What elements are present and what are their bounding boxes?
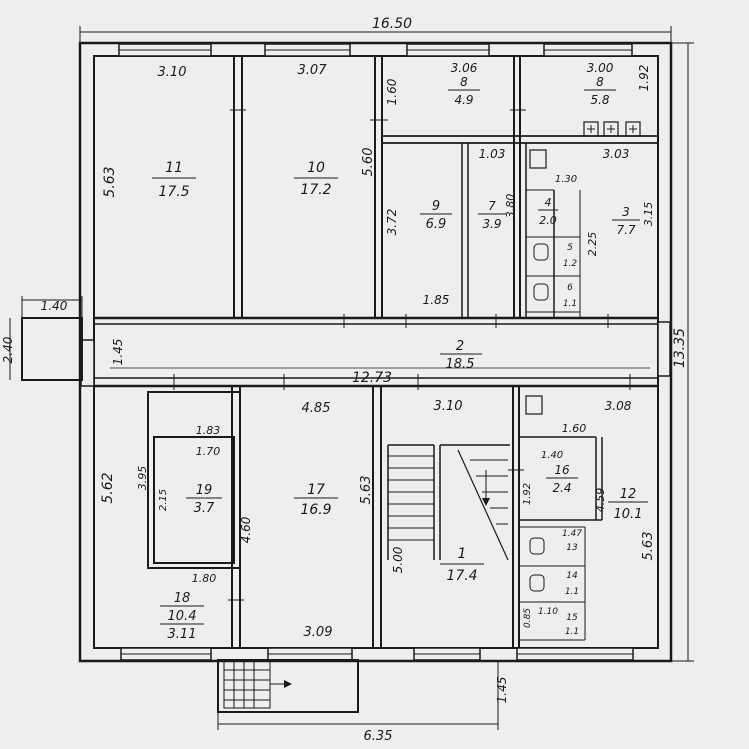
- dim-label: 3.80: [504, 194, 517, 219]
- dim-label: 3.15: [642, 202, 655, 227]
- dim-label: 1.40: [541, 450, 563, 461]
- dim-label: 4.85: [302, 401, 331, 416]
- room-area: 1.1: [565, 587, 579, 597]
- dim-label: 1.80: [192, 572, 217, 585]
- room-number: 5: [567, 243, 573, 253]
- dim-label: 1.92: [522, 483, 533, 505]
- dim-label: 3.03: [603, 147, 630, 161]
- room-area: 6.9: [426, 217, 447, 232]
- dim-label: 4.60: [239, 516, 253, 543]
- room-number: 8: [596, 75, 604, 89]
- entrance-vestibule: [9, 296, 83, 381]
- dim-label: 1.70: [196, 445, 221, 458]
- room-area: 2.0: [539, 214, 557, 227]
- room-area: 3.7: [194, 501, 215, 516]
- dim-label: 3.95: [136, 466, 149, 491]
- room-number: 6: [567, 283, 573, 293]
- lower-partitions: [147, 374, 631, 648]
- room-number: 4: [545, 196, 552, 209]
- corridor-length: 12.73: [352, 370, 392, 386]
- dimension-lines: [79, 26, 694, 662]
- dim-label: 1.03: [479, 147, 506, 161]
- room-number: 16: [554, 463, 570, 477]
- staircase: [387, 444, 510, 561]
- room-area: 2.4: [552, 481, 571, 495]
- room-area: 18.5: [446, 357, 475, 372]
- outer-wall-outer-line: [78, 41, 673, 663]
- dim-label: 1.60: [562, 422, 587, 435]
- window: [657, 321, 671, 377]
- dim-label: 5.63: [102, 166, 118, 197]
- room-number: 9: [432, 199, 440, 214]
- room-area: 17.4: [446, 568, 477, 584]
- room-area: 10.4: [168, 609, 197, 624]
- room-number: 18: [174, 591, 191, 606]
- room-area: 17.5: [158, 184, 189, 200]
- dim-label: 5.63: [641, 532, 656, 561]
- dim-label: 5.60: [361, 148, 376, 177]
- windows-top: [118, 43, 633, 57]
- room-number: 2: [456, 339, 464, 354]
- room-number: 8: [460, 75, 468, 89]
- dim-label: 1.85: [423, 293, 450, 307]
- room-number: 14: [566, 571, 578, 581]
- room-number: 12: [620, 487, 637, 502]
- room-number: 7: [488, 199, 496, 213]
- porch-width: 6.35: [364, 729, 393, 744]
- dim-label: 3.10: [434, 399, 463, 414]
- windows-bottom: [120, 647, 634, 661]
- room-area: 1.1: [565, 627, 579, 637]
- dim-label: 5.00: [391, 546, 405, 573]
- overall-depth-label: 13.35: [672, 328, 688, 368]
- dim-label: 1.10: [538, 607, 558, 617]
- dim-label: 5.62: [100, 472, 116, 503]
- corridor-width: 1.45: [111, 339, 125, 366]
- vestibule-outline: [21, 317, 83, 381]
- room-area: 1.1: [563, 299, 577, 309]
- room-number: 3: [622, 205, 630, 219]
- room-area: 10.1: [614, 507, 643, 522]
- room-area: 3.9: [482, 217, 501, 231]
- entrance-width: 1.40: [41, 299, 68, 313]
- upper-partitions: [230, 56, 658, 328]
- dim-label: 0.85: [523, 608, 533, 628]
- dim-label: 3.00: [587, 61, 614, 75]
- room-area: 17.2: [300, 182, 331, 198]
- room-area: 1.2: [563, 259, 578, 269]
- dim-label: 3.08: [605, 399, 632, 413]
- front-porch: [217, 659, 499, 730]
- dim-label: 3.10: [158, 65, 187, 80]
- dim-label: 1.60: [385, 78, 399, 105]
- dim-label: 3.06: [451, 61, 478, 75]
- dim-label: 5.63: [359, 476, 374, 505]
- entrance-depth: 2.40: [1, 336, 15, 363]
- labels: 16.50 13.35 3.10 3.07 3.06 3.00 1.92 1.6…: [1, 16, 688, 744]
- room-number: 17: [307, 482, 325, 498]
- porch-depth: 1.45: [495, 677, 509, 704]
- room-number: 15: [566, 613, 578, 623]
- dim-label: 2.25: [586, 232, 599, 257]
- dim-label: 4.59: [594, 488, 607, 513]
- dim-label: 2.15: [158, 489, 169, 511]
- room-number: 13: [566, 543, 578, 553]
- room-area: 5.8: [590, 93, 609, 107]
- room-number: 1: [458, 546, 467, 562]
- dim-label: 3.07: [298, 63, 328, 78]
- room-area: 16.9: [300, 502, 331, 518]
- room-number: 11: [165, 160, 183, 176]
- dim-label: 3.72: [385, 209, 399, 236]
- dim-label: 3.09: [304, 625, 333, 640]
- dim-label: 1.30: [555, 174, 577, 185]
- dim-label: 1.47: [562, 529, 582, 539]
- room-area: 7.7: [616, 223, 635, 237]
- room-area: 4.9: [454, 93, 473, 107]
- overall-width-label: 16.50: [372, 16, 412, 32]
- dim-label: 1.92: [637, 65, 651, 92]
- room-number: 19: [196, 483, 213, 498]
- dim-label: 3.11: [168, 627, 197, 642]
- room-number: 10: [307, 160, 325, 176]
- dim-label: 1.83: [196, 424, 221, 437]
